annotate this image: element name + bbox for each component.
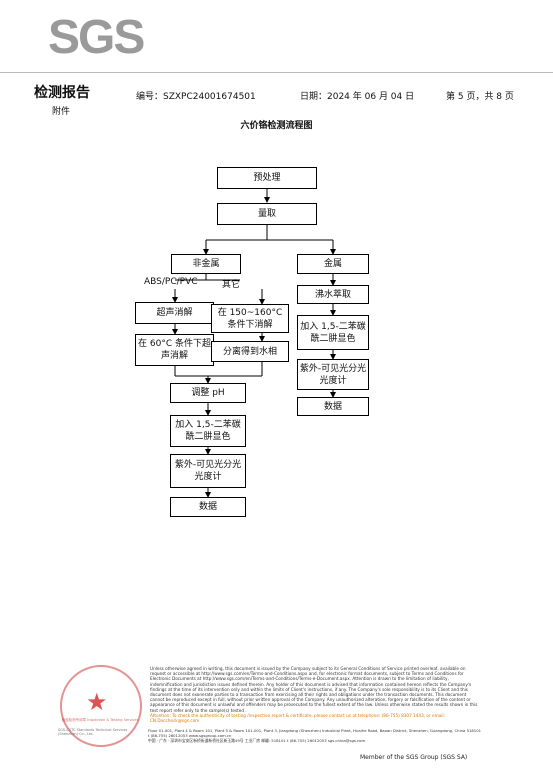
branch-label-abs: ABS/PC/PVC — [144, 277, 198, 287]
seal-star-icon: ★ — [86, 688, 108, 716]
footer-disclaimer: Unless otherwise agreed in writing, this… — [150, 666, 480, 723]
step-adjust-ph: 调整 pH — [170, 383, 246, 403]
authenticity-notice: Attention: To check the authenticity of … — [150, 712, 445, 724]
address-en: Floor 01-001, Plant 4 & Room 101, Plant … — [148, 728, 482, 738]
seal-text: 检验检测专用章 Inspection & Testing Services — [61, 718, 139, 722]
step-add-reagent-metal: 加入 1,5-二苯碳酰二肼显色 — [297, 315, 369, 350]
sgs-logo: SGS — [48, 11, 145, 64]
company-name-footer: SGS-CSTC Standards Technical Services (S… — [58, 728, 128, 736]
step-measure: 量取 — [217, 203, 317, 225]
step-data-metal: 数据 — [297, 397, 369, 416]
page-number: 第 5 页，共 8 页 — [446, 92, 514, 102]
branch-label-other: 其它 — [222, 280, 241, 290]
step-boil: 沸水萃取 — [297, 285, 369, 304]
step-pretreat: 预处理 — [217, 167, 317, 189]
step-ultrasonic: 超声消解 — [135, 302, 214, 324]
step-non-metal: 非金属 — [171, 254, 241, 274]
report-number: 编号：SZXPC24001674501 — [136, 92, 256, 102]
step-heat-150: 在 150~160°C 条件下消解 — [211, 304, 289, 333]
flowchart-title: 六价铬检测流程图 — [240, 121, 313, 131]
member-notice: Member of the SGS Group (SGS SA) — [360, 754, 468, 761]
disclaimer-text: Unless otherwise agreed in writing, this… — [150, 666, 478, 713]
report-date: 日期：2024 年 06 月 04 日 — [300, 92, 415, 102]
step-metal: 金属 — [297, 254, 369, 274]
step-data: 数据 — [170, 497, 246, 517]
step-separate: 分离得到水相 — [211, 341, 289, 362]
step-uv-metal: 紫外-可见光分光光度计 — [297, 359, 369, 390]
step-uv: 紫外-可见光分光光度计 — [170, 454, 246, 488]
footer-address: Floor 01-001, Plant 4 & Room 101, Plant … — [148, 728, 483, 743]
report-title: 检测报告 — [34, 85, 90, 101]
inspection-seal — [60, 665, 142, 747]
header-divider — [0, 72, 553, 73]
report-subtitle: 附件 — [52, 107, 71, 117]
address-cn: 中国 · 广东 · 深圳市宝安区新桥街道新桥社区新玉路49号 工业厂房 邮编: … — [148, 738, 366, 743]
step-heat-60: 在 60°C 条件下超声消解 — [135, 334, 214, 366]
step-add-reagent: 加入 1,5-二苯碳酰二肼显色 — [170, 415, 246, 447]
